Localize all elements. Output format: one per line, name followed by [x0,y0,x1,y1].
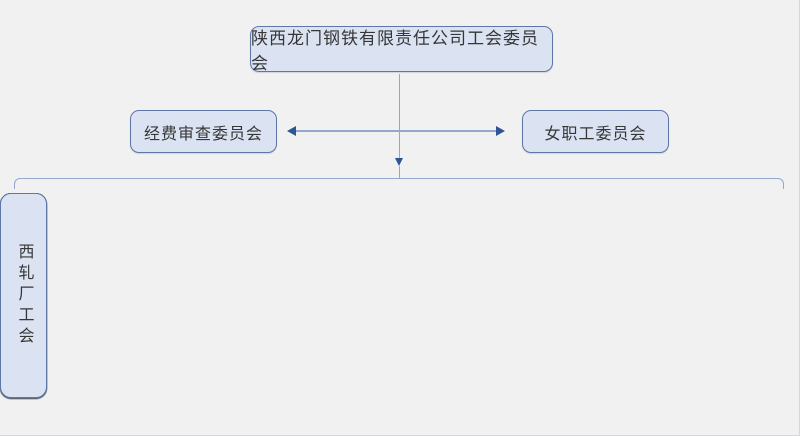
org-node-root-label: 陕西龙门钢铁有限责任公司工会委员会 [251,29,539,73]
connector-rail [14,178,784,189]
org-node-root: 陕西龙门钢铁有限责任公司工会委员会 [250,26,553,73]
arrow-down-icon [394,158,403,166]
connector-vertical-stub [398,166,400,178]
org-node-funds-review-committee: 经费审查委员会 [130,110,277,153]
connector-horizontal-line [296,130,496,132]
connector-vertical-line [398,74,400,158]
union-label: 西轧厂工会 [15,243,33,348]
org-node-union-9: 西轧厂工会 [0,193,47,398]
arrow-right-icon [496,126,505,136]
org-node-women-workers-committee: 女职工委员会 [522,110,669,153]
arrow-left-icon [287,126,296,136]
committee-label: 女职工委员会 [544,125,647,143]
committee-label: 经费审查委员会 [143,125,263,143]
